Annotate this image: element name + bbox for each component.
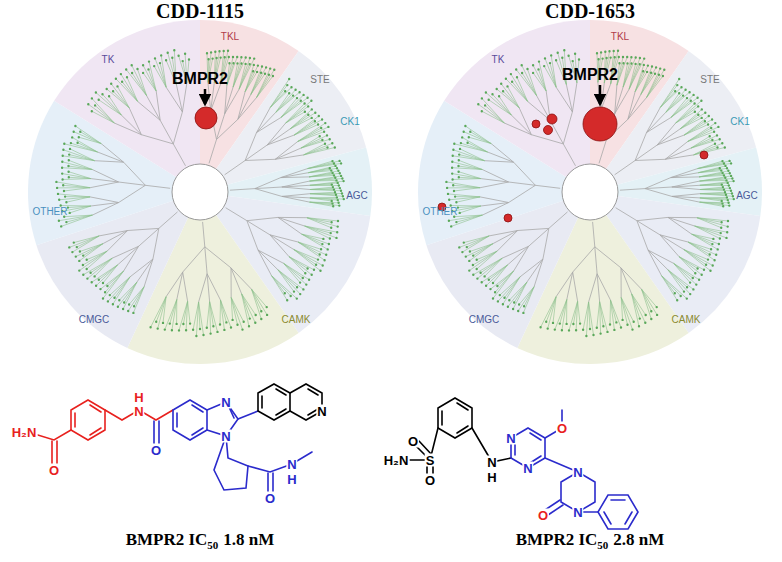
group-label: TKL [221,32,239,42]
group-label: CMGC [79,315,110,325]
atom-label: H₂N [383,454,410,467]
group-label: CAMK [672,315,701,325]
atom-label: O [537,509,549,522]
group-label: CAMK [282,315,311,325]
group-label: TKL [611,32,629,42]
group-label: STE [310,75,329,85]
caption-text: BMPR2 IC [126,530,208,549]
atom-label: N [220,430,231,443]
atom-label: O [424,474,436,487]
atom-label: O [556,422,568,435]
atom-label: H [286,473,297,486]
panel-title: CDD-1115 [156,1,244,21]
group-label: OTHER [423,207,458,217]
atom-label: O [150,444,162,457]
group-label: OTHER [33,207,68,217]
target-label: BMPR2 [562,67,618,83]
group-label: TK [102,55,115,65]
ic50-caption: BMPR2 IC50 2.8 nM [516,530,665,551]
group-label: STE [700,75,719,85]
subscript: 50 [207,539,218,551]
chemical-structure [398,398,638,529]
caption-text: BMPR2 IC [516,530,598,549]
subscript: 50 [597,539,608,551]
atom-label: S [425,454,436,467]
pointer-arrow [205,85,600,104]
caption-text: 2.8 nM [613,530,664,549]
atom-label: N [286,458,297,471]
caption-text: 1.8 nM [223,530,274,549]
chemical-structure [28,384,322,494]
atom-label: O [264,492,276,505]
atom-label: H [486,471,497,484]
group-label: CK1 [730,117,749,127]
atom-label: N [316,405,327,418]
atom-label: N [522,462,533,475]
atom-label: N [572,466,583,479]
target-label: BMPR2 [172,71,228,87]
group-label: AGC [346,191,368,201]
kinome-tree [28,20,762,364]
group-label: CK1 [340,117,359,127]
atom-label: N [486,456,497,469]
panel-title: CDD-1653 [545,1,635,21]
atom-label: N [572,506,583,519]
group-label: CMGC [469,315,500,325]
atom-label: O [48,464,60,477]
atom-label: H [133,391,144,404]
hit-dot [195,107,708,222]
atom-label: O [407,435,419,448]
atom-label: N [133,405,144,418]
atom-label: N [505,432,516,445]
atom-label: H₂N [11,426,38,439]
atom-label: N [220,396,231,409]
group-label: TK [492,55,505,65]
ic50-caption: BMPR2 IC50 1.8 nM [126,530,275,551]
group-label: AGC [736,191,758,201]
